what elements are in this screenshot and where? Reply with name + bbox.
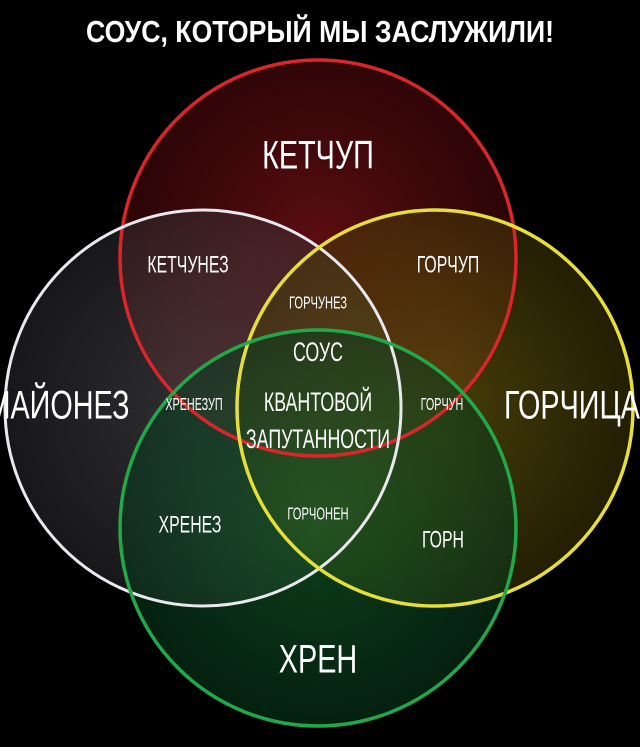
region-gorchun: ГОРЧУН [421,395,464,414]
mayonnaise-circle [3,208,403,608]
mustard-label: ГОРЧИЦА [504,383,640,428]
center-line-1: СОУС [293,336,343,367]
center-line-2: КВАНТОВОЙ [264,386,372,417]
region-gorchunez: ГОРЧУНЕЗ [289,293,347,313]
mayonnaise-label: МАЙОНЕЗ [0,382,130,428]
center-line-3: ЗАПУТАННОСТИ [246,423,390,454]
region-ketchunez: КЕТЧУНЕЗ [147,252,228,278]
page-title: СОУС, КОТОРЫЙ МЫ ЗАСЛУЖИЛИ! [85,14,555,49]
region-hrenez: ХРЕНЕЗ [159,512,222,538]
region-hrenezup: ХРЕНЕЗУП [165,395,222,414]
horseradish-circle [118,328,518,728]
region-gorchup: ГОРЧУП [417,252,480,278]
region-gorn: ГОРН [422,527,464,553]
horseradish-label: ХРЕН [279,637,357,682]
mustard-circle [235,208,635,608]
region-gorchonen: ГОРЧОНЕН [287,504,348,524]
ketchup-circle [118,58,518,458]
ketchup-label: КЕТЧУП [262,133,374,178]
